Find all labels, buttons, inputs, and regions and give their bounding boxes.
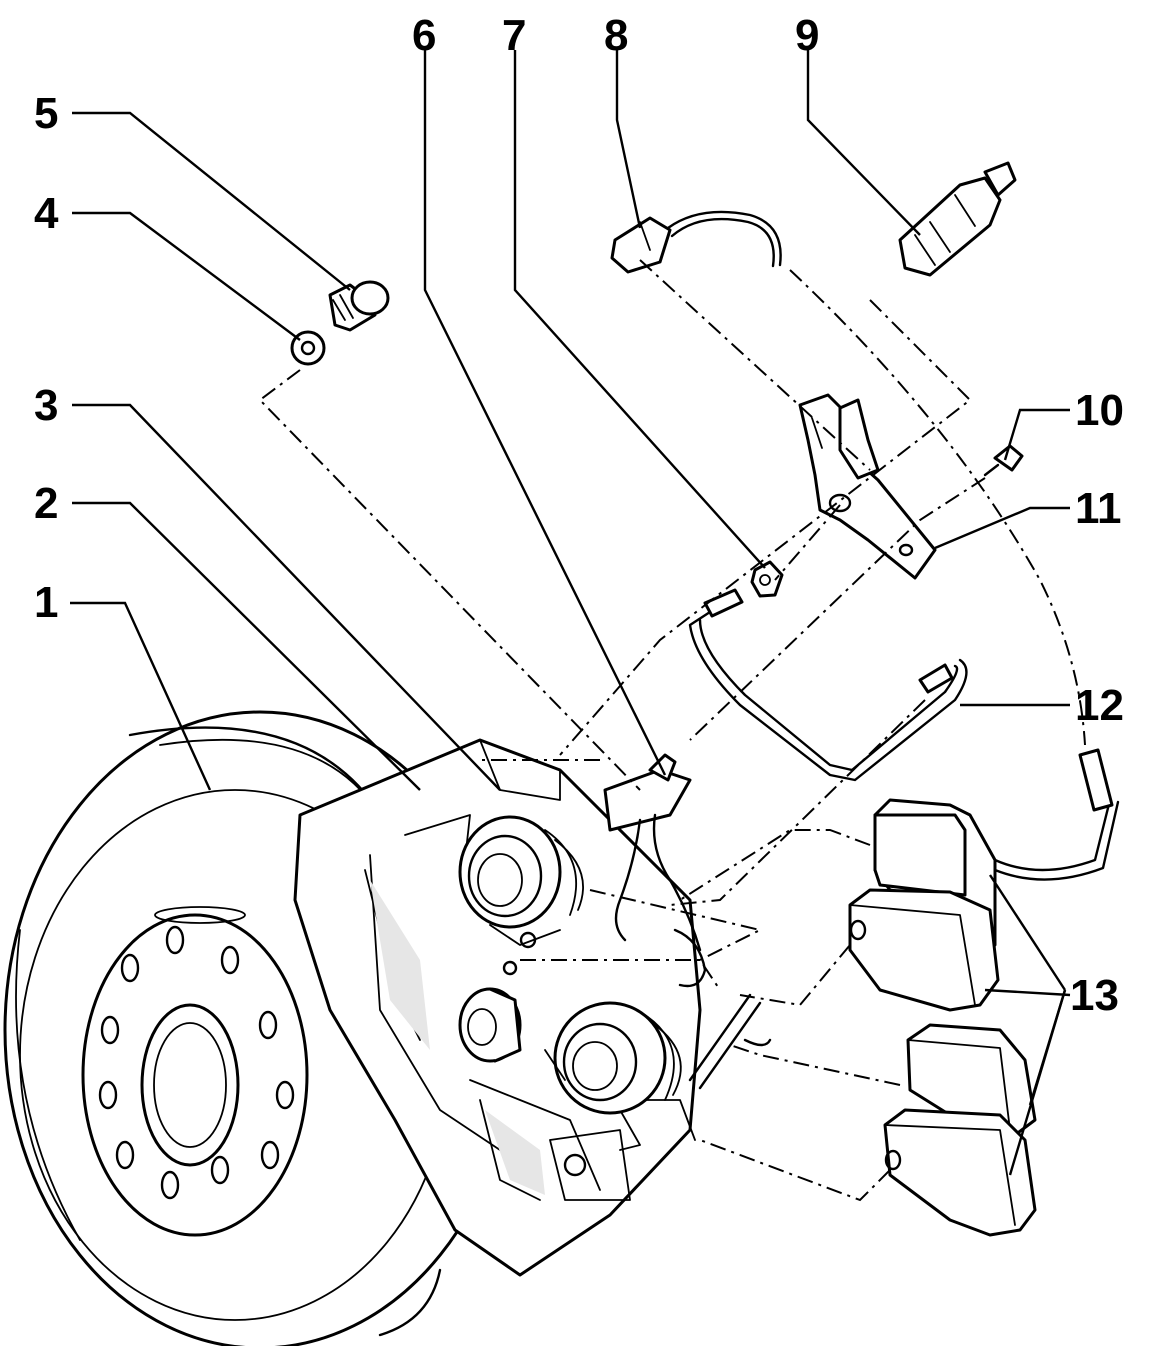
callout-1: 1: [34, 578, 58, 627]
guide-bolt: [328, 280, 390, 332]
pad-retaining-spring: [688, 993, 772, 1090]
callout-5: 5: [34, 89, 58, 138]
wear-indicator-sensor: [610, 210, 782, 274]
brake-pipe: [688, 588, 968, 782]
callout-labels: 1 2 3 4 5 6 7 8 9 10 11 12 13: [34, 11, 1124, 1020]
callout-10: 10: [1075, 386, 1124, 435]
cable-bracket: [798, 393, 937, 580]
bracket-screw: [983, 444, 1024, 477]
brake-pads: [848, 748, 1120, 1237]
hub-bolt-holes: [98, 925, 295, 1200]
bleed-valve: [750, 560, 784, 598]
callout-6: 6: [412, 11, 436, 60]
caliper-pistons: [458, 815, 682, 1115]
callout-4: 4: [34, 189, 59, 238]
callout-2: 2: [34, 479, 58, 528]
callout-7: 7: [502, 11, 526, 60]
callout-8: 8: [604, 11, 628, 60]
pipe-clip: [603, 753, 707, 988]
assembly-lines: [258, 259, 1086, 1202]
callout-3: 3: [34, 381, 58, 430]
callout-13: 13: [1070, 971, 1119, 1020]
callout-12: 12: [1075, 681, 1124, 730]
sensor-connector: [898, 161, 1017, 277]
callout-11: 11: [1075, 484, 1122, 533]
leader-lines: [70, 50, 1071, 1176]
callout-9: 9: [795, 11, 819, 60]
